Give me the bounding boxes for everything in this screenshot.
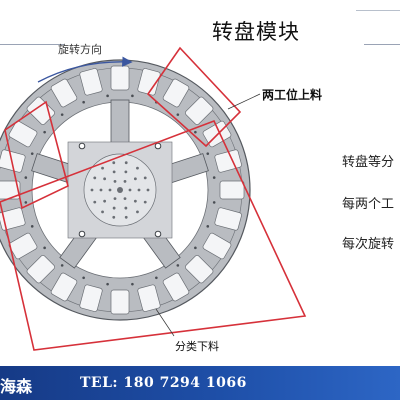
disk-pocket [162, 78, 190, 108]
hub-hole [112, 206, 116, 210]
hub-hole [112, 215, 116, 219]
rotation-direction-label: 旋转方向 [58, 43, 102, 56]
disk-bolt-hole [212, 201, 216, 204]
hub-hole [108, 188, 112, 192]
leader-line-loading [227, 93, 261, 110]
loading-zone-left [4, 100, 69, 210]
disk-bolt-hole [43, 246, 46, 250]
disk-pocket [8, 120, 38, 148]
disk-bolt-hole [106, 94, 109, 98]
bullet-1: 转盘等分 [342, 155, 395, 170]
slide-title: 转盘模块 [212, 20, 300, 44]
disk-bolt-hole [60, 264, 64, 267]
hub-hole [133, 177, 137, 181]
sorting-unloading-label: 分类下料 [175, 340, 219, 353]
hub-hole [133, 199, 137, 203]
disk-bolt-hole [176, 113, 180, 116]
hub-hole [128, 188, 132, 192]
disk-pocket [26, 255, 55, 284]
disk-pocket [185, 96, 214, 125]
hub-hole [103, 199, 107, 203]
hub-hole [124, 161, 128, 165]
hub-hole [136, 210, 139, 214]
bullet-2: 每两个工 [342, 197, 395, 212]
disk-bolt-hole [131, 94, 134, 98]
footer-tel: TEL: 180 7294 1066 [80, 375, 247, 391]
decor-line-top [356, 10, 400, 11]
disk-bolt-hole [212, 176, 216, 179]
rotation-arrow [37, 56, 133, 83]
hub-hole [101, 166, 104, 170]
disk-pocket [202, 232, 232, 260]
decor-line-left [0, 44, 64, 45]
hub-hole [99, 188, 103, 192]
mount-bolt [154, 230, 162, 238]
hub-hole [123, 197, 127, 201]
disk-bolt-hole [206, 225, 210, 228]
hub-hole [124, 170, 128, 174]
turntable-disk [0, 59, 251, 321]
disk-bolt-hole [194, 130, 197, 134]
two-station-loading-label: 两工位上料 [262, 88, 323, 102]
mount-bolt [78, 230, 86, 238]
disk-pocket [137, 68, 161, 96]
disk-pocket [214, 207, 242, 231]
overlay-annotations [0, 46, 307, 351]
hub-hole [93, 176, 97, 180]
disk-pocket [137, 284, 161, 312]
hub-hole [123, 179, 127, 183]
disk-bolt-hole [24, 201, 28, 204]
decor-line-right [364, 44, 400, 45]
hub-hole [113, 197, 117, 201]
disk-bolt-hole [43, 130, 46, 134]
hub-hole [136, 166, 139, 170]
disk-bolt-hole [131, 282, 134, 286]
disk-bolt-hole [176, 264, 180, 267]
hub-hole [101, 210, 104, 214]
disk-pocket [50, 78, 78, 108]
turntable-diagram [0, 46, 307, 351]
footer-bar: 海森 TEL: 180 7294 1066 [0, 366, 400, 400]
disk-pocket [185, 255, 214, 284]
mount-bolt [154, 142, 162, 150]
hub-hole [103, 177, 107, 181]
disk-bolt-hole [82, 276, 85, 280]
hub-hole [112, 161, 116, 165]
hub-hole [146, 188, 150, 192]
disk-bolt-hole [30, 225, 34, 228]
hub-hole [124, 206, 128, 210]
disk-pocket [79, 68, 103, 96]
disk-bolt-hole [206, 152, 210, 155]
sorting-zone [0, 119, 307, 351]
hub-hole [137, 188, 141, 192]
disk-pocket [50, 272, 78, 302]
footer-company: 海森 [0, 377, 33, 396]
hub-hole [124, 215, 128, 219]
hub-hole [90, 188, 94, 192]
loading-zone-right [146, 46, 242, 148]
disk-pocket [79, 284, 103, 312]
disk-bolt-hole [30, 152, 34, 155]
disk-pocket [162, 272, 190, 302]
hub-hole [112, 170, 116, 174]
disk-bolt-hole [82, 100, 85, 104]
disk-pocket [8, 232, 38, 260]
disk-bolt-hole [24, 176, 28, 179]
hub-hole [113, 179, 117, 183]
hub-hole [93, 200, 97, 204]
leader-line-sorting [155, 308, 175, 337]
mount-bolt [78, 142, 86, 150]
disk-bolt-hole [194, 246, 197, 250]
hub-hole [143, 200, 147, 204]
disk-pocket [110, 289, 130, 315]
hub-center-hole [117, 187, 123, 193]
disk-pocket [110, 65, 130, 91]
bullet-3: 每次旋转 [342, 237, 395, 252]
disk-bolt-hole [155, 276, 158, 280]
disk-bolt-hole [60, 113, 64, 116]
disk-pocket [219, 180, 245, 200]
disk-bolt-hole [106, 282, 109, 286]
hub-hole [143, 176, 147, 180]
